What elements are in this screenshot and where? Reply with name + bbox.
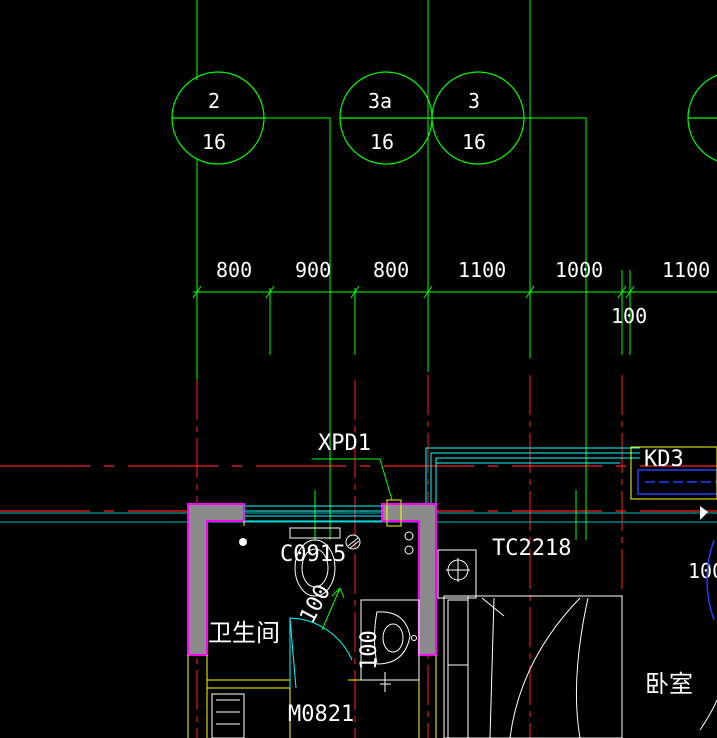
drain-icon xyxy=(404,545,414,555)
bed[interactable] xyxy=(443,595,623,738)
right-blue-curve xyxy=(706,539,715,621)
window-c0915[interactable] xyxy=(244,505,382,522)
bathroom-door[interactable] xyxy=(289,587,353,689)
grid-bubble-partial[interactable] xyxy=(687,72,717,164)
window-tc-label[interactable]: TC2218 xyxy=(492,536,571,561)
dimension-1100-a: 1100 xyxy=(458,258,506,282)
xpd-label[interactable]: XPD1 xyxy=(318,431,371,456)
wardrobe xyxy=(437,549,477,599)
cabinet xyxy=(211,693,245,738)
kd-label[interactable]: KD3 xyxy=(644,447,684,472)
drain-icon xyxy=(404,531,414,541)
right-dimension-100: 100 xyxy=(688,559,717,583)
dimension-800-a: 800 xyxy=(216,258,252,282)
bubble-scale-label: 16 xyxy=(462,130,486,154)
grid-bubble-3a[interactable]: 3a 16 xyxy=(339,71,433,165)
pipe-hatch-icon xyxy=(347,537,360,549)
dimension-800-b: 800 xyxy=(373,258,409,282)
wash-basin[interactable] xyxy=(360,599,420,692)
bubble-axis-label: 2 xyxy=(208,89,220,113)
dimension-1100-b: 1100 xyxy=(662,258,710,282)
dimension-1000: 1000 xyxy=(555,258,603,282)
kd-blue-element xyxy=(637,469,717,495)
pipe-icon xyxy=(345,534,361,550)
dimension-100: 100 xyxy=(611,304,647,328)
bubble-axis-label: 3a xyxy=(368,89,392,113)
floor-drain-icon xyxy=(239,538,247,546)
dimension-900: 900 xyxy=(295,258,331,282)
balcony-lines xyxy=(425,447,640,505)
bubble-axis-label: 3 xyxy=(468,89,480,113)
grid-bubble-3[interactable]: 3 16 xyxy=(431,71,525,165)
kd-frame xyxy=(630,446,717,500)
arrow-marker xyxy=(700,506,708,520)
green-reference-lines xyxy=(0,0,717,540)
dimension-chain xyxy=(192,285,717,299)
axis-lines-horizontal xyxy=(0,465,717,512)
room-label-bathroom: 卫生间 xyxy=(208,619,280,647)
right-white-curve xyxy=(699,699,717,731)
door-m-label[interactable]: M0821 xyxy=(288,702,354,727)
grid-bubble-2[interactable]: 2 16 xyxy=(171,71,265,165)
window-c-label[interactable]: C0915 xyxy=(280,542,346,567)
room-label-bedroom: 卧室 xyxy=(645,670,693,698)
xpd-leader xyxy=(312,458,393,501)
bubble-scale-label: 16 xyxy=(202,130,226,154)
bubble-scale-label: 16 xyxy=(370,130,394,154)
toilet[interactable] xyxy=(289,527,341,597)
